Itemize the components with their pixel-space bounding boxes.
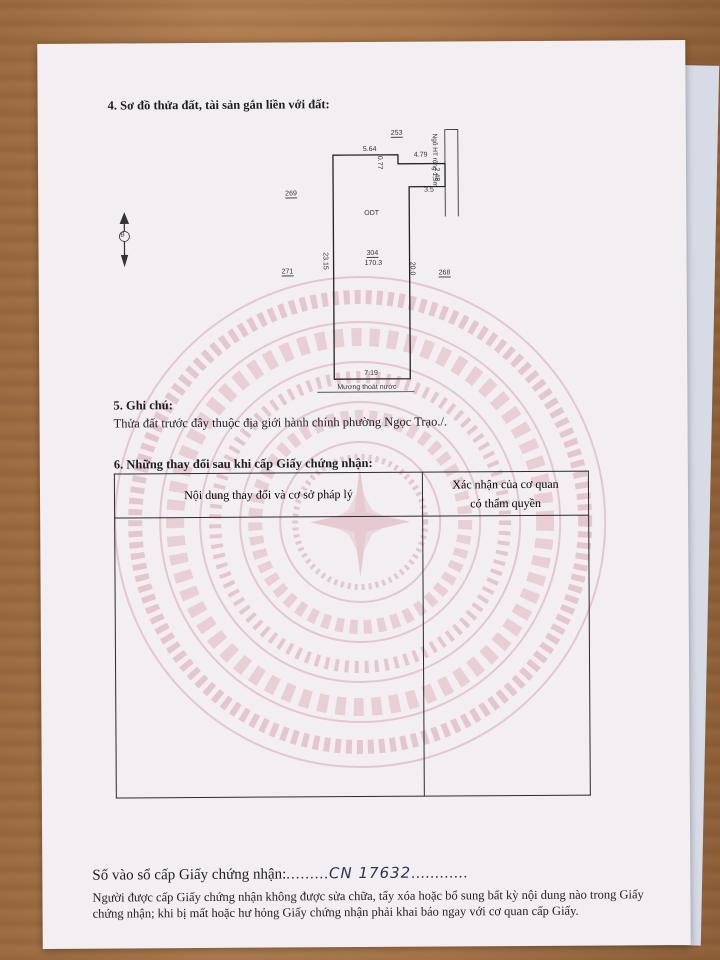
label-dim-bottom: 7.19 — [364, 369, 378, 377]
land-plot-diagram — [119, 129, 459, 393]
label-dim-right: 20.0 — [408, 261, 416, 276]
label-parcel-number: 304 — [366, 249, 379, 258]
changes-cell-content — [114, 516, 425, 799]
col-header-confirmation: Xác nhận của cơ quan có thẩm quyền — [422, 471, 589, 517]
section5-note: Thửa đất trước đây thuộc địa giới hành c… — [113, 414, 448, 431]
label-dim-step-top: 4.79 — [413, 151, 428, 159]
changes-table-row — [114, 515, 591, 799]
label-dim-step-side: 0.77 — [375, 155, 384, 170]
label-dim-right-short: 2.48 — [433, 167, 441, 182]
changes-table: Nội dung thay đổi và cơ sở pháp lý Xác n… — [114, 471, 591, 799]
registry-value: CN 17632 — [328, 863, 412, 883]
label-parcel-top: 253 — [390, 129, 403, 138]
label-dim-left: 23.15 — [321, 252, 329, 270]
section6-heading: 6. Những thay đổi sau khi cấp Giấy chứng… — [113, 455, 373, 472]
label-dim-top: 5.64 — [362, 145, 377, 154]
warning-text: Người được cấp Giấy chứng nhận không đượ… — [92, 887, 644, 921]
registry-line: Số vào sổ cấp Giấy chứng nhận:.........C… — [92, 863, 469, 884]
north-arrow-icon — [119, 212, 130, 268]
changes-cell-confirmation — [422, 515, 591, 797]
section5-heading: 5. Ghi chú: — [113, 398, 173, 413]
north-arrow-letter: B — [120, 231, 125, 239]
plot-boundary — [332, 154, 446, 380]
label-drain: Mương thoát nước — [337, 383, 397, 392]
col-header-confirmation-line1: Xác nhận của cơ quan — [452, 476, 559, 492]
changes-table-header: Nội dung thay đổi và cơ sở pháp lý Xác n… — [114, 471, 589, 519]
label-parcel-left-lower: 271 — [281, 268, 294, 277]
drain-line — [317, 391, 415, 393]
label-area: 170.3 — [364, 259, 383, 267]
label-parcel-left-upper: 269 — [285, 190, 297, 199]
col-header-confirmation-line2: có thẩm quyền — [470, 495, 541, 510]
alley-line — [444, 129, 446, 217]
certificate-page: 4. Sơ đồ thửa đất, tài sản gắn liền với … — [37, 40, 691, 949]
label-parcel-right: 268 — [438, 269, 451, 278]
label-dim-step-bottom: 3.5 — [424, 186, 434, 194]
label-land-type: ODT — [364, 209, 380, 217]
col-header-content: Nội dung thay đổi và cơ sở pháp lý — [114, 472, 423, 519]
registry-label: Số vào sổ cấp Giấy chứng nhận: — [92, 866, 287, 884]
